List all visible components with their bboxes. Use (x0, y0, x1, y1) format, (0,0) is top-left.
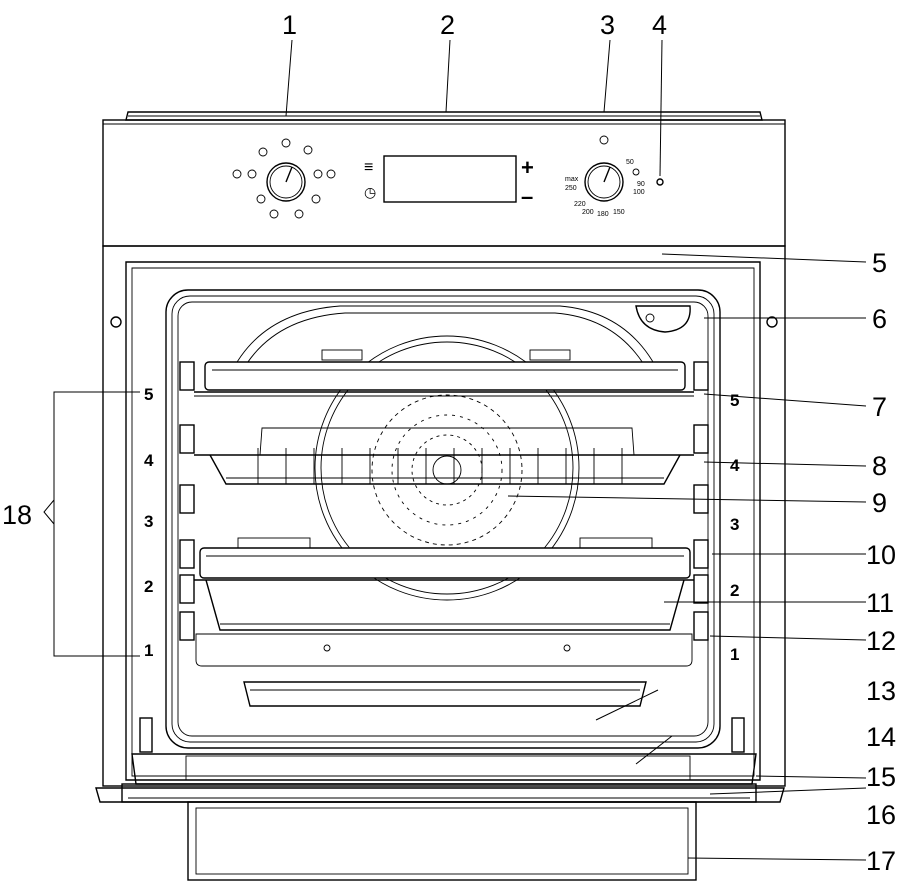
fan-blade-ring (371, 394, 523, 546)
control-panel (102, 119, 786, 247)
rack-level-left-4: 4 (144, 451, 154, 470)
callout-5: 5 (872, 248, 887, 278)
svg-text:90: 90 (637, 181, 645, 188)
svg-text:150: 150 (613, 209, 625, 216)
indicator-light (656, 178, 664, 186)
display-area: ≡ ◷ + – (364, 155, 534, 209)
callout-9: 9 (872, 488, 887, 518)
svg-text:100: 100 (633, 189, 645, 196)
oven-cavity (165, 289, 721, 749)
bottom-heater (195, 633, 693, 707)
callout-13: 13 (866, 676, 896, 706)
clock-icon: ◷ (364, 184, 376, 200)
wire-shelf-bars (257, 448, 623, 484)
rack-levels-bracket (43, 391, 140, 657)
menu-symbol: ≡ (364, 159, 373, 176)
baking-tray (194, 349, 694, 397)
svg-text:200: 200 (582, 209, 594, 216)
wire-shelf (194, 427, 694, 485)
defrost-icon (232, 169, 242, 179)
rack-level-right-2: 2 (730, 581, 739, 600)
grill-icon (632, 168, 640, 176)
plus-button[interactable]: + (521, 155, 534, 180)
svg-text:220: 220 (574, 201, 586, 208)
callout-11: 11 (866, 588, 894, 618)
callout-14: 14 (866, 722, 896, 752)
rack-level-left-5: 5 (144, 385, 153, 404)
callout-numbers: 1 2 3 4 5 6 7 8 9 10 11 12 13 14 15 16 1… (2, 10, 896, 876)
callout-8: 8 (872, 451, 887, 481)
callout-12: 12 (866, 626, 896, 656)
callout-2: 2 (440, 10, 455, 40)
callout-15: 15 (866, 762, 896, 792)
eco-icon (247, 169, 257, 179)
top-heat-icon (326, 169, 336, 179)
fan-grill-icon (311, 194, 321, 204)
fan-icon (281, 138, 291, 148)
svg-text:max: max (565, 176, 579, 183)
oven-front-frame (102, 245, 786, 787)
callout-3: 3 (600, 10, 615, 40)
fan-cover (229, 305, 661, 601)
side-rack-guides-left (179, 361, 195, 641)
top-trim (125, 111, 763, 121)
bottom-fan-icon (269, 209, 279, 219)
side-rack-guides-right (693, 361, 709, 641)
bottom-heat-icon (256, 194, 266, 204)
callout-16: 16 (866, 800, 896, 830)
callout-1: 1 (282, 10, 297, 40)
svg-text:180: 180 (597, 211, 609, 218)
storage-drawer[interactable] (187, 801, 697, 881)
rack-level-left-1: 1 (144, 641, 153, 660)
minus-button[interactable]: – (521, 184, 533, 209)
temperature-knob[interactable] (584, 162, 624, 202)
callout-18: 18 (2, 500, 32, 530)
light-icon (258, 147, 268, 157)
thermometer-icon (599, 135, 609, 145)
rack-levels-right: 5 4 3 2 1 (730, 391, 740, 664)
rack-level-right-3: 3 (730, 515, 739, 534)
callout-6: 6 (872, 304, 887, 334)
callout-7: 7 (872, 392, 887, 422)
door-hinges (139, 717, 745, 753)
grill-icon (303, 145, 313, 155)
deep-tray (194, 537, 694, 631)
rack-level-left-2: 2 (144, 577, 153, 596)
rack-levels-left: 5 4 3 2 1 (144, 385, 154, 660)
callout-4: 4 (652, 10, 667, 40)
rack-level-right-1: 1 (730, 645, 739, 664)
oven-lamp (635, 305, 691, 333)
circulation-icon (294, 209, 304, 219)
rack-level-left-3: 3 (144, 512, 153, 531)
rack-level-right-5: 5 (730, 391, 739, 410)
callout-10: 10 (866, 540, 896, 570)
callout-17: 17 (866, 846, 896, 876)
rack-level-right-4: 4 (730, 456, 740, 475)
top-bottom-heat-icon (313, 169, 323, 179)
leader-lines (285, 39, 867, 861)
function-symbols (232, 138, 336, 219)
svg-text:50: 50 (626, 159, 634, 166)
svg-text:250: 250 (565, 185, 577, 192)
function-selector-knob[interactable] (266, 162, 306, 202)
temperature-scale: 50 90 100 150 180 200 220 250 max (565, 135, 645, 218)
